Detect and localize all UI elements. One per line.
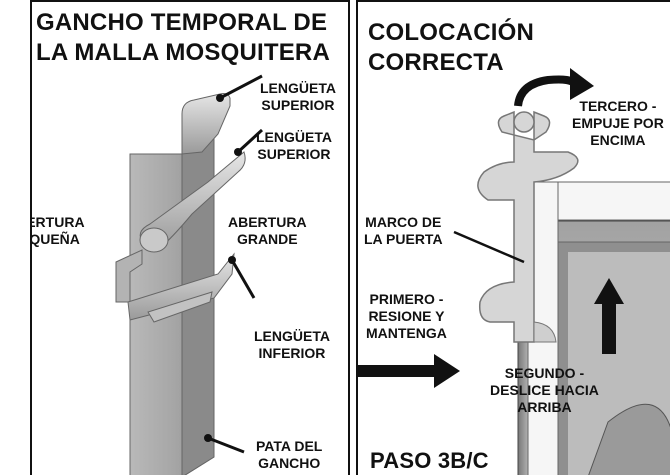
correct-placement-panel: COLOCACIÓN CORRECTA TERCERO - EMPUJE POR… [356,0,670,475]
slide-up-arrow-shaft [602,302,616,354]
hook-illustration [115,74,264,475]
upper-tab-label-2: LENGÜETA SUPERIOR [256,129,332,162]
left-title-line1: GANCHO TEMPORAL DE [36,9,328,36]
upper-tab-label-1: LENGÜETA SUPERIOR [260,80,336,113]
hook-parts-panel: GANCHO TEMPORAL DE LA MALLA MOSQUITERA L… [30,0,350,475]
press-arrow-shaft [358,365,438,377]
upper-tab-top-shape [181,93,231,155]
right-title-line2: CORRECTA [368,49,504,76]
hook-leg-label: PATA DEL GANCHO [256,438,323,471]
lower-tab-label: LENGÜETA INFERIOR [254,328,330,361]
slide-up-arrowhead [594,278,624,304]
lower-tab-ledge [147,291,213,323]
right-title-line1: COLOCACIÓN [368,19,534,46]
third-step-label: TERCERO - EMPUJE POR ENCIMA [572,98,664,148]
push-over-arrowhead [570,68,594,100]
hook-shape [477,110,579,343]
door-frame-label: MARCO DE LA PUERTA [364,214,443,247]
small-opening-bracket [115,249,143,303]
first-step-label: PRIMERO - RESIONE Y MANTENGA [366,291,447,341]
small-opening-label: ABERTURA PEQUEÑA [30,214,85,247]
second-step-label: SEGUNDO - DESLICE HACIA ARRIBA [490,365,599,415]
step-number: PASO 3B/C [370,448,489,473]
press-arrowhead [434,354,460,388]
left-title-line2: LA MALLA MOSQUITERA [36,39,330,66]
leader-lines [207,74,264,454]
large-opening-label: ABERTURA GRANDE [228,214,307,247]
placement-illustration [358,68,670,475]
push-over-arrow [514,75,578,107]
upper-tab-curl-shape [139,151,246,251]
lower-tab-bar [127,252,235,321]
upper-tab-curl-end [139,227,169,253]
